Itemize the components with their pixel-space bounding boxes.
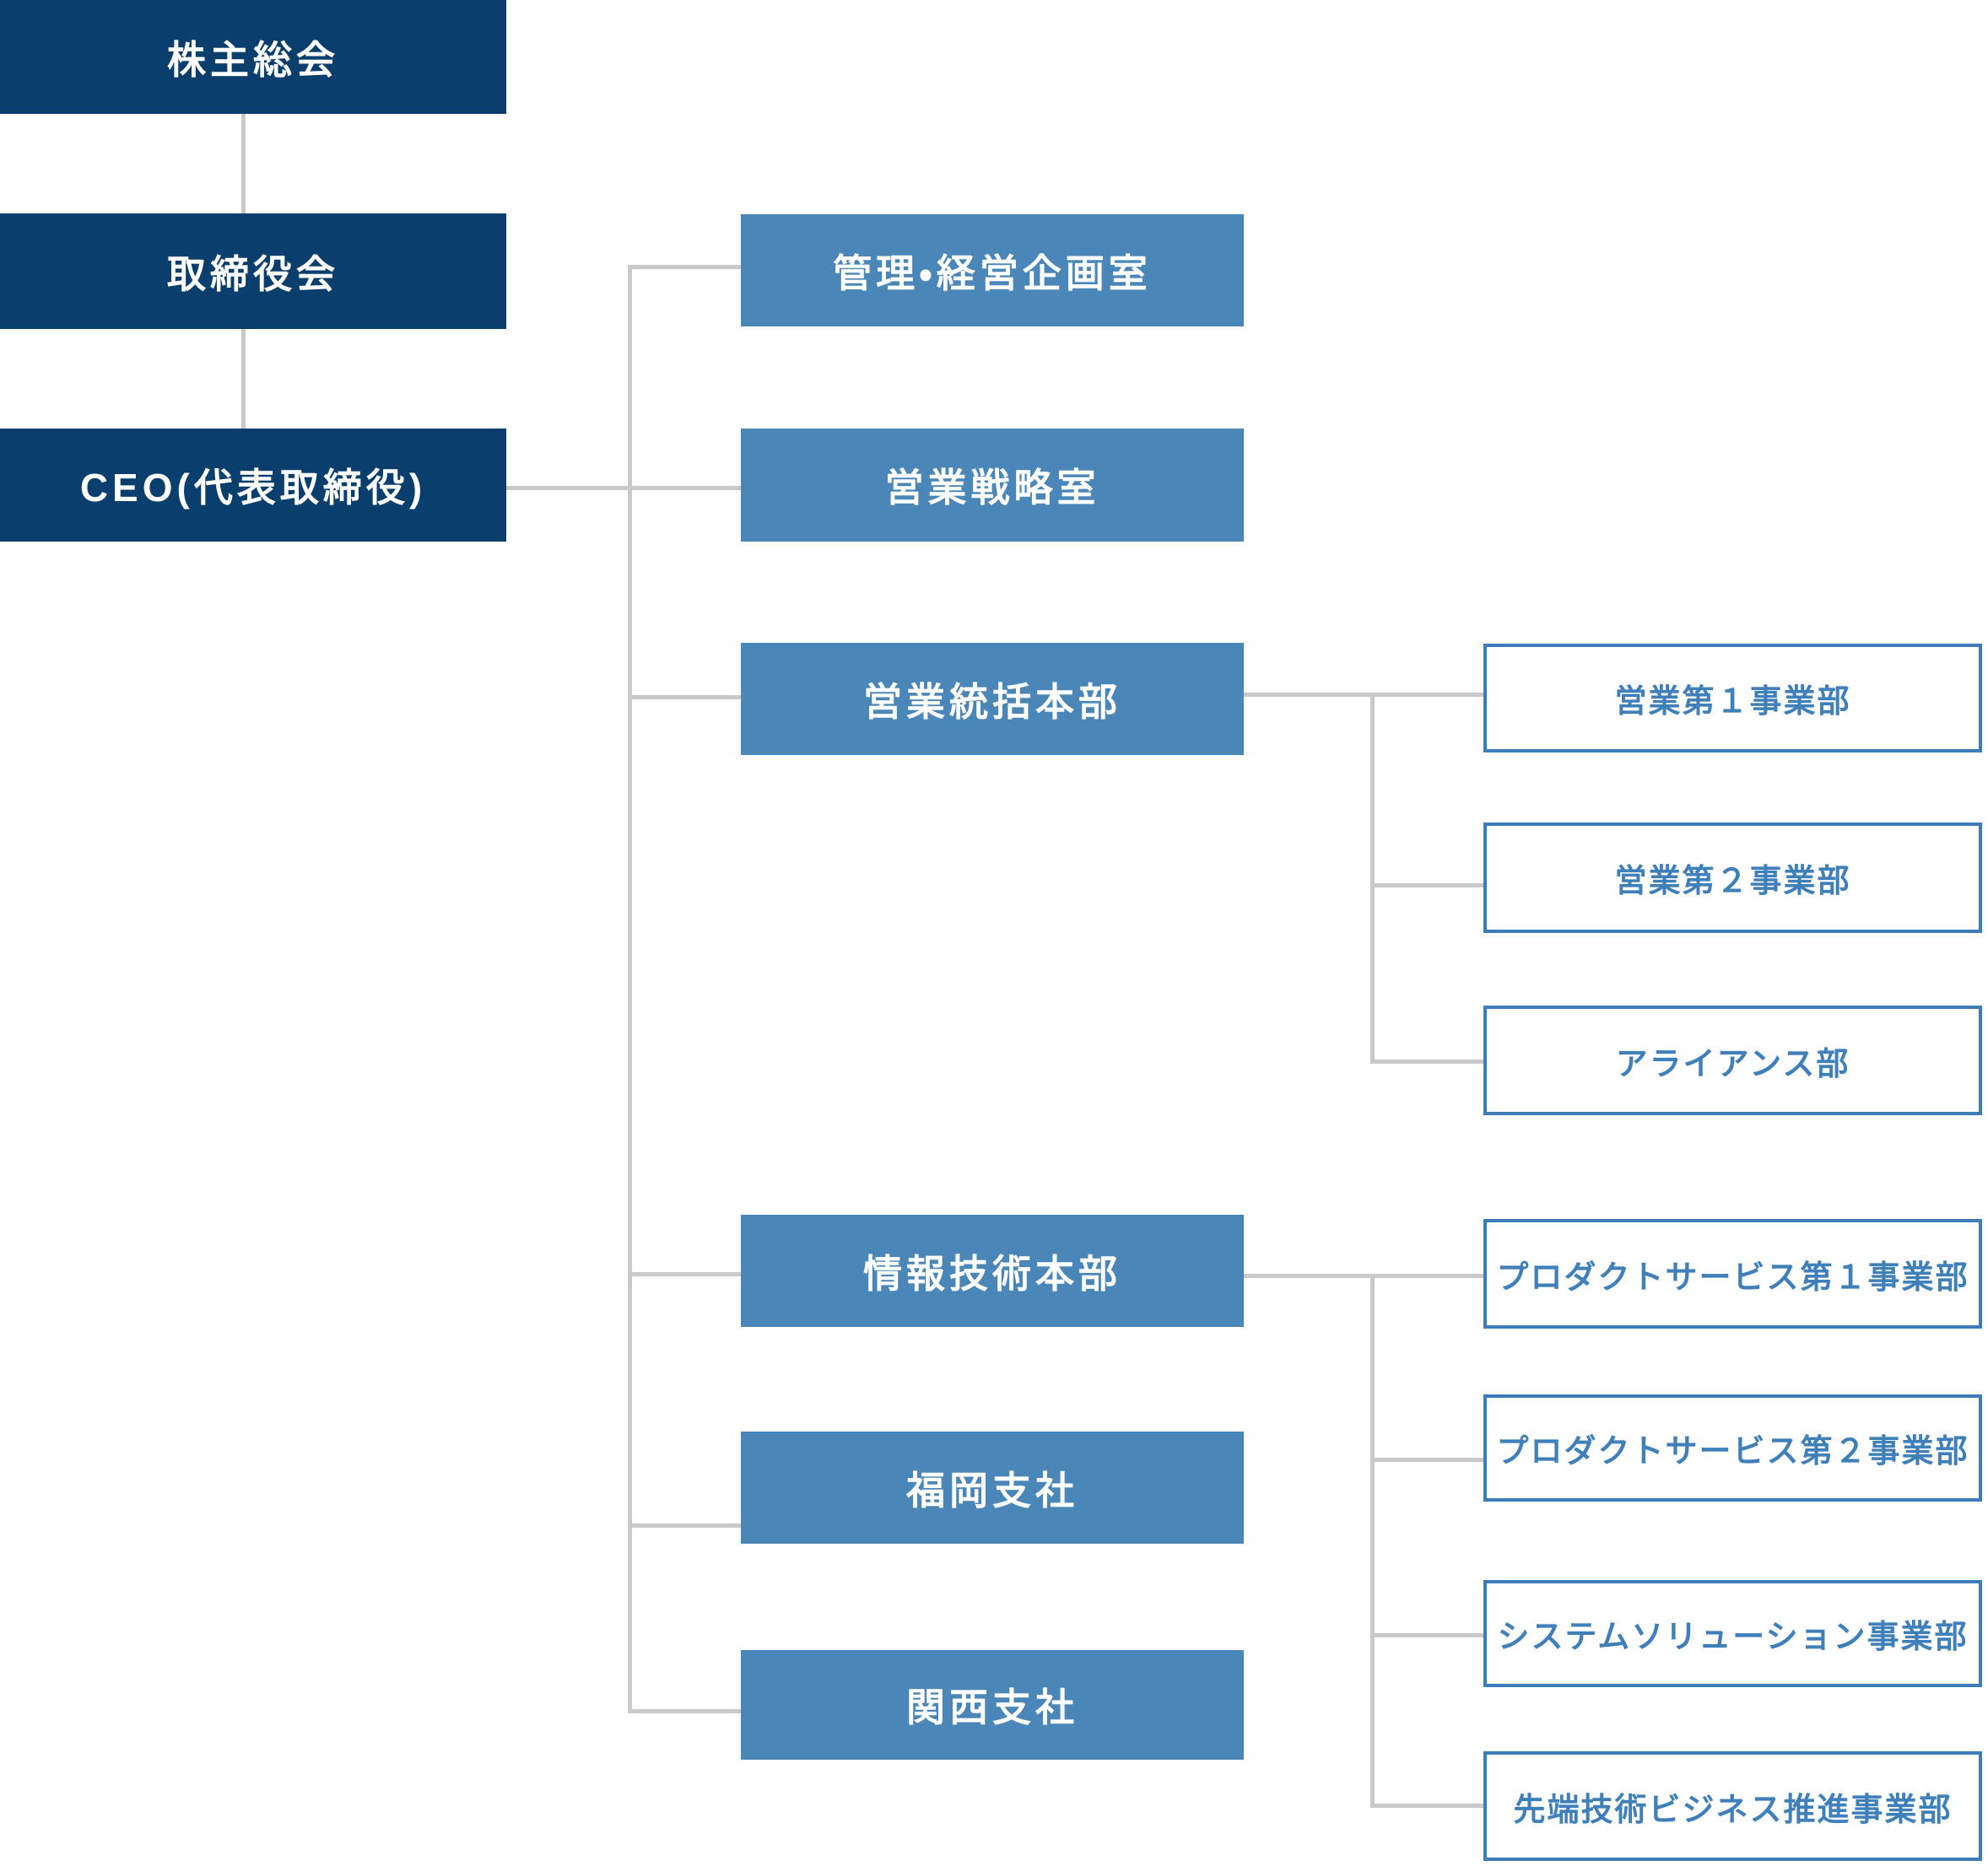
connector-to-alliance <box>1370 1060 1483 1064</box>
connector-shareholders-to-board <box>241 114 246 213</box>
org-node-kansai-branch: 関西支社 <box>741 1650 1244 1760</box>
connector-to-system-solution <box>1370 1633 1483 1637</box>
connector-to-fukuoka <box>628 1524 741 1528</box>
connector-to-product-service-div2 <box>1370 1458 1483 1462</box>
org-node-board-of-directors: 取締役会 <box>0 213 506 329</box>
connector-trunk-ceo <box>628 265 632 1712</box>
connector-ithq-to-product-service-div1 <box>1244 1274 1483 1278</box>
org-node-sales-strategy-office: 営業戦略室 <box>741 429 1244 542</box>
connector-to-sales-hq <box>628 695 741 699</box>
connector-to-admin-planning <box>628 265 741 269</box>
connector-ceo-to-sales-strategy <box>506 486 741 490</box>
org-node-system-solution-div: システムソリューション事業部 <box>1483 1580 1982 1687</box>
org-node-admin-planning-office: 管理・経営企画室 <box>741 214 1244 326</box>
org-node-information-technology-hq: 情報技術本部 <box>741 1215 1244 1327</box>
org-node-product-service-div-1: プロダクトサービス第１事業部 <box>1483 1219 1982 1329</box>
org-node-shareholders-meeting: 株主総会 <box>0 0 506 114</box>
connector-to-it-hq <box>628 1272 741 1276</box>
org-node-product-service-div-2: プロダクトサービス第２事業部 <box>1483 1394 1982 1502</box>
connector-to-advanced-tech <box>1370 1804 1483 1808</box>
org-node-advanced-tech-div: 先端技術ビジネス推進事業部 <box>1483 1751 1982 1861</box>
org-node-sales-div-2: 営業第２事業部 <box>1483 822 1982 933</box>
connector-trunk-it-hq <box>1370 1274 1375 1807</box>
connector-board-to-ceo <box>241 329 246 429</box>
connector-trunk-sales-hq <box>1370 693 1375 1064</box>
connector-saleshq-to-sales-div1 <box>1244 693 1483 697</box>
org-node-ceo: CEO(代表取締役) <box>0 429 506 542</box>
org-node-fukuoka-branch: 福岡支社 <box>741 1432 1244 1544</box>
org-node-sales-general-hq: 営業統括本部 <box>741 643 1244 755</box>
connector-to-kansai <box>628 1709 741 1713</box>
org-node-sales-div-1: 営業第１事業部 <box>1483 644 1982 752</box>
org-node-alliance-dept: アライアンス部 <box>1483 1006 1982 1115</box>
connector-to-sales-div2 <box>1370 883 1483 887</box>
